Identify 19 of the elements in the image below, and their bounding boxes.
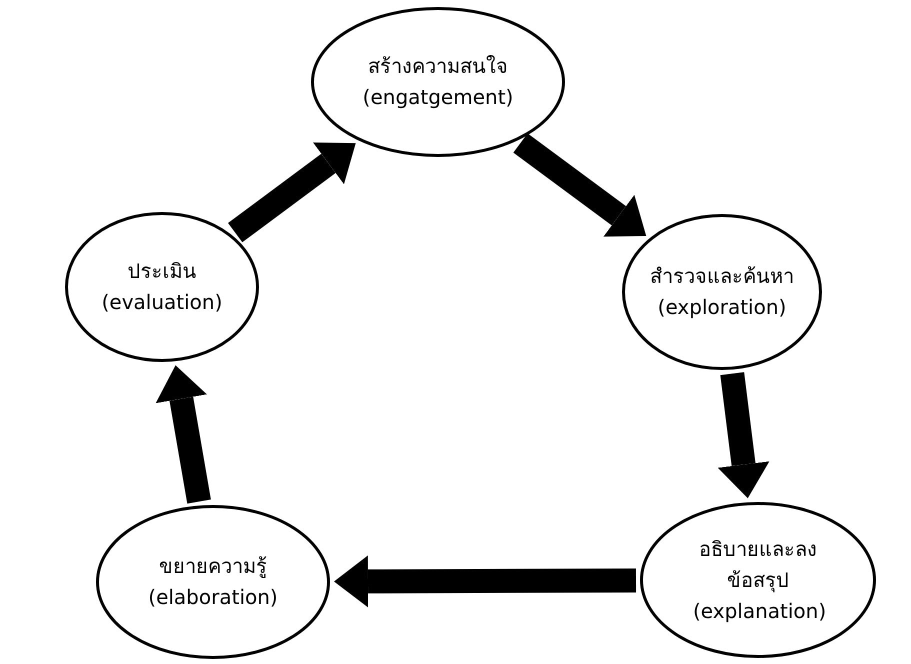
stage-ellipse: [622, 214, 822, 370]
stage-subtitle: (exploration): [658, 294, 786, 321]
stage-ellipse: [640, 502, 876, 658]
stage-title: อธิบายและลงข้อสรุป: [698, 536, 818, 594]
block-arrow: [718, 372, 770, 498]
stage-subtitle: (evaluation): [102, 289, 222, 316]
stage-title: ประเมิน: [128, 258, 196, 285]
stage-title: สำรวจและค้นหา: [650, 263, 794, 290]
stage-subtitle: (elaboration): [148, 584, 278, 611]
stage-title: ขยายความรู้: [159, 553, 267, 580]
stage-ellipse: [65, 212, 259, 362]
stage-subtitle: (explanation): [693, 598, 823, 624]
stage-subtitle: (engatgement): [362, 84, 514, 111]
stage-ellipse: [96, 505, 330, 659]
block-arrow: [156, 365, 211, 504]
block-arrow: [513, 133, 646, 237]
stage-title: สร้างความสนใจ: [368, 53, 508, 80]
block-arrow: [334, 555, 636, 608]
stage-ellipse: [311, 7, 565, 157]
